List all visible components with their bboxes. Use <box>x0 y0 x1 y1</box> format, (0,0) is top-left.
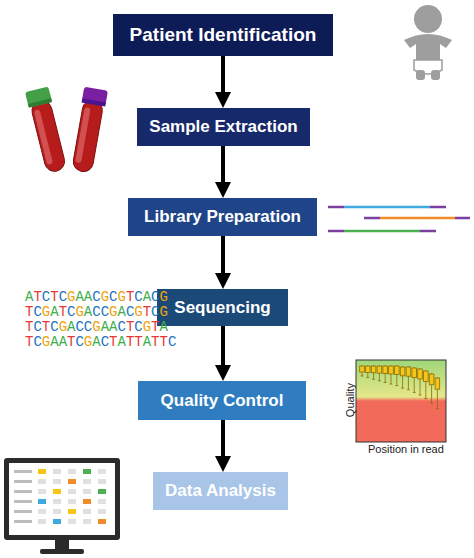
process-box: Sample Extraction <box>137 108 310 146</box>
quality-plot <box>356 360 446 442</box>
axis-label: Quality <box>344 383 356 417</box>
flow-arrow <box>221 146 225 194</box>
flow-arrow <box>221 420 225 468</box>
process-box: Sequencing <box>157 289 288 326</box>
step-label: Quality Control <box>161 391 284 411</box>
step-label: Data Analysis <box>165 481 276 501</box>
step-label: Patient Identification <box>130 24 317 46</box>
sequence-read: TCTCGACCGAACTCGTA <box>25 320 168 335</box>
process-box: Patient Identification <box>113 14 333 56</box>
flow-arrow <box>221 236 225 285</box>
process-box: Data Analysis <box>153 472 288 510</box>
baby-icon <box>404 5 452 80</box>
sequence-read: TCGAATCGACTATTATTC <box>25 335 176 350</box>
axis-label: Position in read <box>368 443 444 455</box>
process-box: Quality Control <box>138 381 306 420</box>
sequence-read: ATCTCGAACGCGTCACG <box>25 290 168 305</box>
monitor-icon <box>4 458 120 554</box>
step-label: Sequencing <box>174 298 270 318</box>
step-label: Library Preparation <box>144 207 301 227</box>
library-fragments <box>328 207 470 231</box>
test-tubes <box>25 86 108 173</box>
flow-arrow <box>221 56 225 104</box>
flow-arrow <box>221 326 225 377</box>
sequence-read: TCGATCGACCGACGTCG <box>25 305 168 320</box>
process-box: Library Preparation <box>128 198 317 236</box>
step-label: Sample Extraction <box>149 117 297 137</box>
